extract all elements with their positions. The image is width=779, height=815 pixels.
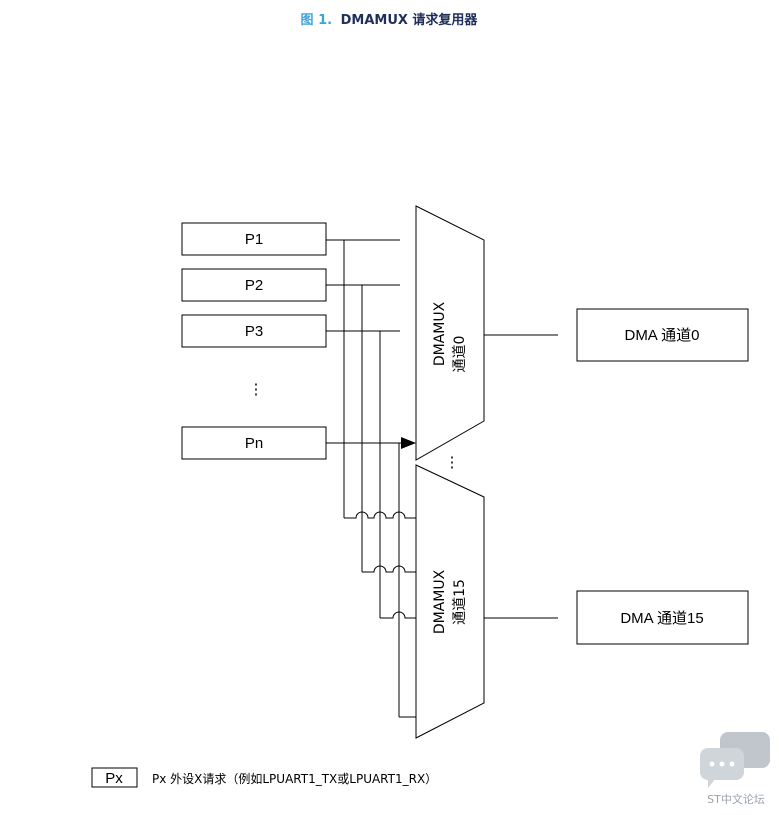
- chat-bubble-icon: [700, 732, 770, 788]
- legend: Px Px 外设X请求（例如LPUART1_TX或LPUART1_RX）: [91, 767, 437, 788]
- peripheral-label: P3: [245, 323, 263, 340]
- peripheral-box-p1: P1: [181, 222, 327, 256]
- watermark-text: ST中文论坛: [707, 792, 765, 806]
- bus-lines: [343, 240, 400, 717]
- mux-channel-15: DMAMUX 通道15: [415, 464, 485, 739]
- dma-channel-15-box: DMA 通道15: [576, 590, 749, 645]
- legend-symbol: Px: [105, 770, 123, 787]
- request-lines: [326, 239, 416, 449]
- legend-text: Px 外设X请求（例如LPUART1_TX或LPUART1_RX）: [152, 771, 437, 786]
- figure-caption: DMAMUX 请求复用器: [341, 12, 479, 28]
- figure-title: 图 1. DMAMUX 请求复用器: [301, 12, 479, 28]
- arrow-head: [401, 437, 416, 449]
- peripheral-box-p2: P2: [181, 268, 327, 302]
- peripheral-ellipsis: ⋮: [249, 381, 264, 398]
- dma-channel-label: DMA 通道15: [620, 610, 703, 627]
- watermark: ST中文论坛: [700, 732, 770, 806]
- dma-channel-0-box: DMA 通道0: [576, 308, 749, 362]
- peripheral-box-p3: P3: [181, 314, 327, 348]
- mux-label-line2: 通道0: [452, 336, 468, 373]
- mux-label-line1: DMAMUX: [432, 569, 448, 634]
- peripheral-label: Pn: [245, 435, 263, 452]
- peripheral-box-pn: Pn: [181, 426, 327, 460]
- mux-label-line2: 通道15: [452, 579, 468, 625]
- mux-ellipsis: ⋮: [445, 454, 460, 471]
- mux-channel-0: DMAMUX 通道0: [415, 205, 485, 461]
- dma-channel-label: DMA 通道0: [624, 327, 699, 344]
- mux-label-line1: DMAMUX: [432, 301, 448, 366]
- figure-number: 图 1.: [301, 13, 333, 28]
- mux15-feed-lines: [344, 511, 416, 718]
- peripheral-label: P2: [245, 277, 263, 294]
- peripheral-label: P1: [245, 231, 263, 248]
